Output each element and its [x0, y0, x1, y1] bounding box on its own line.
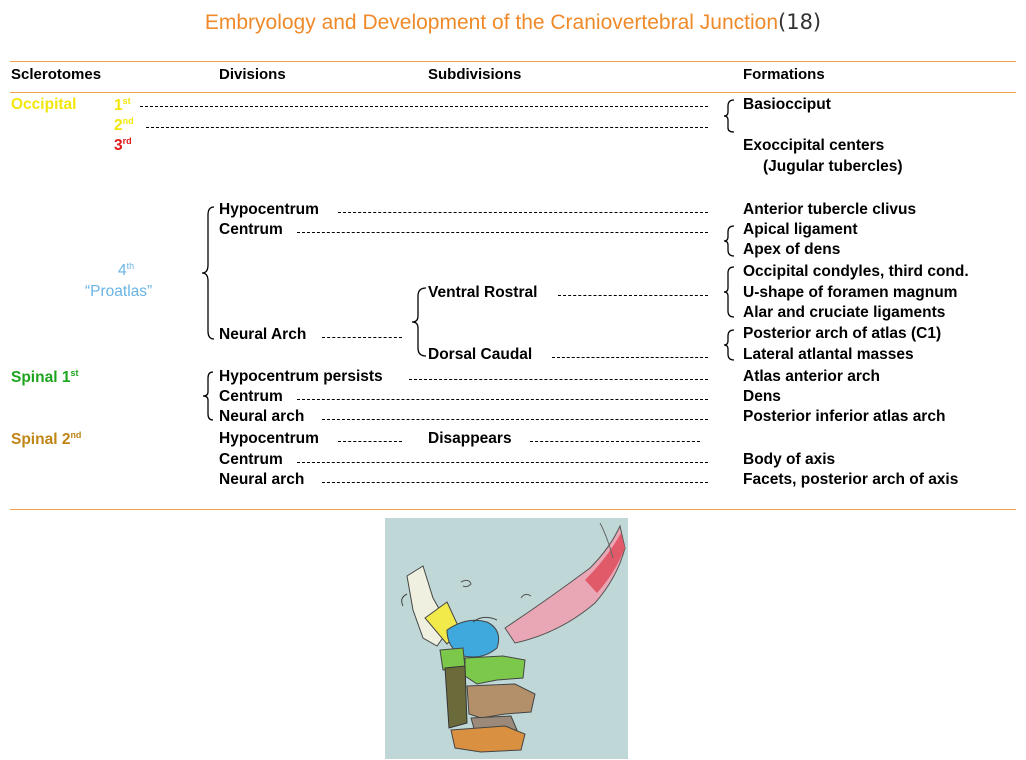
sclerotome-proatlas: “Proatlas” [85, 283, 153, 300]
sclerotome-spinal-2nd: Spinal 2nd [11, 430, 81, 449]
formation-u-shape: U-shape of foramen magnum [743, 284, 958, 301]
formation-brace [723, 99, 735, 133]
division-hypocentrum-persists: Hypocentrum persists [219, 368, 383, 385]
formation-alar: Alar and cruciate ligaments [743, 304, 946, 321]
ordinal-suffix: st [70, 368, 79, 378]
header-bottom-rule [10, 92, 1016, 93]
formation-jugular: (Jugular tubercles) [763, 158, 903, 175]
header-subdivisions: Subdivisions [428, 66, 522, 83]
ordinal-suffix: rd [122, 136, 132, 146]
ordinal-number: 2 [114, 117, 123, 135]
header-sclerotomes: Sclerotomes [11, 66, 102, 83]
leader-line [322, 482, 708, 483]
leader-line [338, 212, 708, 213]
title-main: Embryology and Development of the Cranio… [204, 11, 779, 34]
division-neural-arch: Neural Arch [219, 326, 307, 343]
table-bottom-rule [10, 509, 1016, 510]
formation-brace [723, 266, 735, 318]
ordinal-suffix: st [122, 96, 131, 106]
formation-posterior-inferior: Posterior inferior atlas arch [743, 408, 946, 425]
leader-line [409, 379, 708, 380]
division-neural-arch-spinal2: Neural arch [219, 471, 305, 488]
formation-occipital-condyles: Occipital condyles, third cond. [743, 263, 969, 280]
formation-posterior-arch-atlas: Posterior arch of atlas (C1) [743, 325, 942, 342]
sclerotome-occipital-1st: 1st [114, 96, 131, 115]
ordinal-suffix: th [126, 261, 135, 271]
formation-brace [723, 225, 735, 257]
division-hypocentrum: Hypocentrum [219, 201, 319, 218]
division-neural-arch-spinal1: Neural arch [219, 408, 305, 425]
leader-line [297, 399, 708, 400]
sclerotome-spinal-1st: Spinal 1st [11, 368, 78, 387]
formation-basiocciput: Basiocciput [743, 96, 831, 113]
header-formations: Formations [743, 66, 825, 83]
formation-dens: Dens [743, 388, 781, 405]
ordinal-number: 4 [118, 262, 127, 280]
subdivision-brace-neural-arch [411, 287, 427, 357]
leader-line [297, 462, 708, 463]
sclerotome-occipital-2nd: 2nd [114, 116, 134, 135]
craniovertebral-sketch-image [385, 518, 628, 759]
subdivision-ventral-rostral: Ventral Rostral [428, 284, 538, 301]
division-brace-spinal1 [202, 371, 214, 421]
ordinal-number: 1 [114, 97, 123, 115]
ordinal-number: 3 [114, 137, 123, 155]
formation-lateral-masses: Lateral atlantal masses [743, 346, 914, 363]
formation-anterior-tubercle: Anterior tubercle clivus [743, 201, 917, 218]
formation-apical-ligament: Apical ligament [743, 221, 858, 238]
formation-body-axis: Body of axis [743, 451, 836, 468]
division-brace-proatlas [201, 206, 215, 340]
leader-line [297, 232, 708, 233]
formation-facets: Facets, posterior arch of axis [743, 471, 959, 488]
formation-atlas-anterior-arch: Atlas anterior arch [743, 368, 880, 385]
leader-line [530, 441, 700, 442]
leader-line [552, 357, 708, 358]
leader-line [140, 106, 708, 107]
ordinal-suffix: nd [70, 430, 82, 440]
leader-line [338, 441, 402, 442]
division-centrum: Centrum [219, 221, 283, 238]
page-title: Embryology and Development of the Cranio… [0, 10, 1026, 35]
sclerotome-occipital: Occipital [11, 96, 77, 113]
division-centrum-spinal2: Centrum [219, 451, 283, 468]
formation-exoccipital: Exoccipital centers [743, 137, 885, 154]
sclerotome-occipital-3rd: 3rd [114, 136, 132, 155]
division-centrum-spinal1: Centrum [219, 388, 283, 405]
header-divisions: Divisions [219, 66, 286, 83]
leader-line [322, 337, 402, 338]
sclerotome-label: Spinal 1 [11, 369, 71, 387]
title-reference: (18) [778, 10, 822, 34]
sclerotome-label: Spinal 2 [11, 431, 71, 449]
subdivision-disappears: Disappears [428, 430, 512, 447]
leader-line [558, 295, 708, 296]
formation-brace [723, 329, 735, 361]
leader-line [146, 127, 708, 128]
division-hypocentrum-spinal2: Hypocentrum [219, 430, 319, 447]
leader-line [322, 419, 708, 420]
ordinal-suffix: nd [122, 116, 134, 126]
header-top-rule [10, 61, 1016, 62]
formation-apex-dens: Apex of dens [743, 241, 841, 258]
subdivision-dorsal-caudal: Dorsal Caudal [428, 346, 533, 363]
sclerotome-4th: 4th [118, 261, 134, 280]
